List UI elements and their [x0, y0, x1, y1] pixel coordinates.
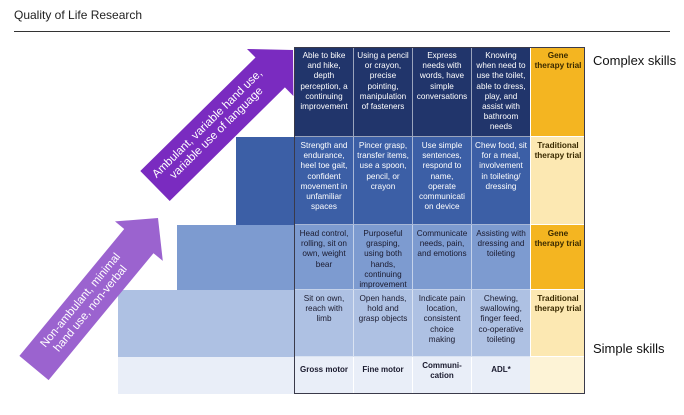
skill-cell: Express needs with words, have simple co…	[412, 47, 471, 137]
column-header: Communi- cation	[412, 357, 471, 394]
staircase-step-3	[177, 225, 294, 290]
skill-cell: Open hands, hold and grasp objects	[353, 290, 412, 357]
skill-cell: Using a pencil or crayon, precise pointi…	[353, 47, 412, 137]
skill-cell: Assisting with dressing and toileting	[471, 225, 530, 290]
skill-cell: Indicate pain location, consistent choic…	[412, 290, 471, 357]
skill-cell: Chewing, swallowing, finger feed, co-ope…	[471, 290, 530, 357]
column-header: Gross motor	[294, 357, 353, 394]
skill-cell: Sit on own, reach with limb	[294, 290, 353, 357]
skill-cell: Use simple sentences, respond to name, o…	[412, 137, 471, 225]
staircase-step-4	[118, 290, 294, 357]
arrow-non-ambulant	[19, 218, 163, 381]
trial-badge: Gene therapy trial	[530, 225, 585, 290]
simple-skills-label: Simple skills	[593, 341, 665, 356]
journal-title: Quality of Life Research	[14, 8, 143, 22]
skill-cell: Head control, rolling, sit on own, weigh…	[294, 225, 353, 290]
skill-cell: Chew food, sit for a meal, involvement i…	[471, 137, 530, 225]
skill-cell: Knowing when need to use the toilet, abl…	[471, 47, 530, 137]
trial-badge: Traditional therapy trial	[530, 137, 585, 225]
trial-badge: Gene therapy trial	[530, 47, 585, 137]
skill-cell: Purposeful grasping, using both hands, c…	[353, 225, 412, 290]
column-header: ADL*	[471, 357, 530, 394]
trial-badge: Traditional therapy trial	[530, 290, 585, 357]
header-rule	[14, 31, 670, 32]
skill-cell: Pincer grasp, transfer items, use a spoo…	[353, 137, 412, 225]
skill-cell: Communicate needs, pain, and emotions	[412, 225, 471, 290]
arrow-ambulant	[140, 49, 294, 201]
complex-skills-label: Complex skills	[593, 53, 677, 68]
trial-column-header	[530, 357, 585, 394]
staircase-step-2	[236, 137, 294, 225]
column-header: Fine motor	[353, 357, 412, 394]
staircase-step-header	[118, 357, 294, 394]
